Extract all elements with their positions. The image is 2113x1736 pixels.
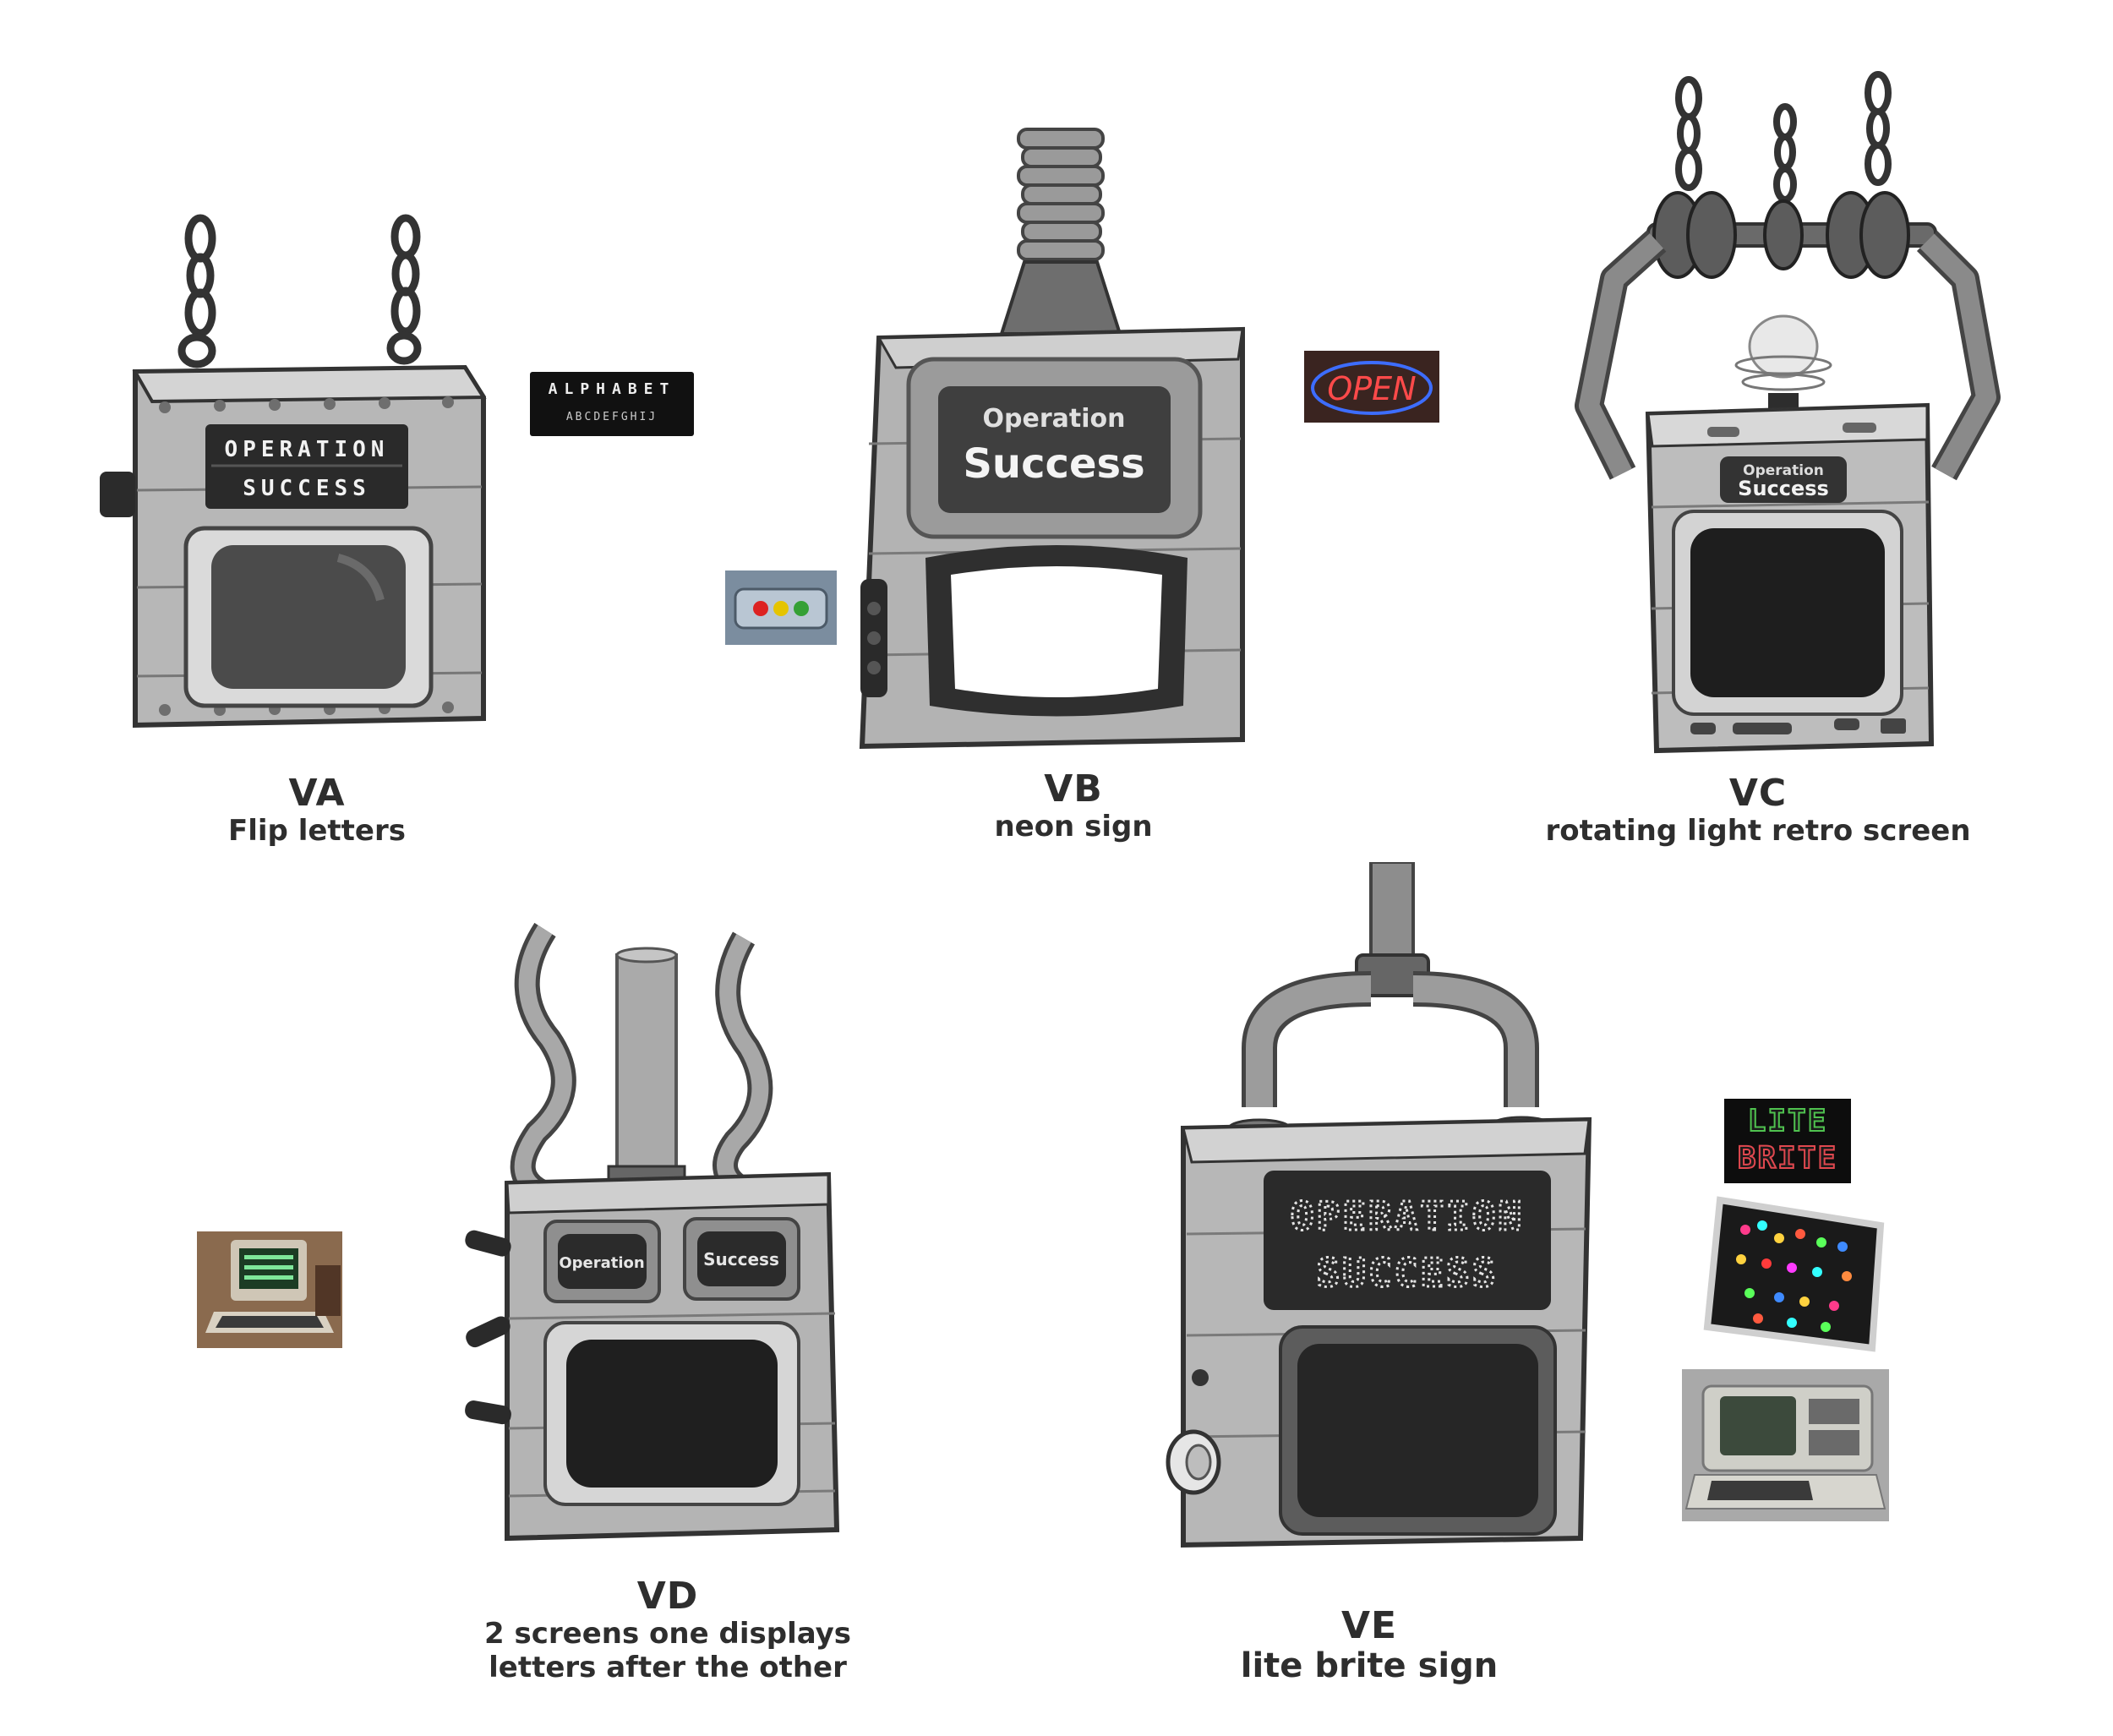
crt-screen bbox=[1297, 1344, 1538, 1517]
caption-vc: VC rotating light retro screen bbox=[1521, 772, 1995, 849]
twisted-pipe-right bbox=[717, 934, 769, 1200]
variant-ve-machine: OPERATION SUCCESS bbox=[1166, 862, 1592, 1548]
lite-brite-panel bbox=[1264, 1171, 1551, 1310]
pipe-left bbox=[1246, 975, 1372, 1107]
variant-code: VD bbox=[636, 1575, 699, 1618]
side-toggles bbox=[465, 1230, 511, 1425]
variant-code: VE bbox=[1340, 1604, 1398, 1647]
variant-vd-machine: Operation Success bbox=[465, 922, 840, 1542]
lite-brite-board-reference bbox=[1703, 1196, 1885, 1352]
flip-board-reference: ALPHABET ABCDEFGHIJ bbox=[530, 372, 694, 436]
caption-ve: VE lite brite sign bbox=[1175, 1604, 1564, 1686]
rotating-light bbox=[1734, 314, 1832, 417]
variant-desc: rotating light retro screen bbox=[1545, 814, 1971, 848]
variant-desc: lite brite sign bbox=[1240, 1646, 1499, 1685]
variant-desc: Flip letters bbox=[228, 814, 406, 848]
lite-brite-line-2: SUCCESS bbox=[1317, 1250, 1499, 1296]
small-knob bbox=[1192, 1369, 1209, 1386]
variant-desc: neon sign bbox=[994, 810, 1153, 843]
bottom-controls bbox=[1690, 718, 1906, 734]
display-line-1: Operation bbox=[1743, 462, 1824, 479]
crt-screen bbox=[566, 1340, 778, 1488]
retro-computer-reference bbox=[197, 1231, 342, 1348]
small-display bbox=[1720, 456, 1847, 503]
right-screen-word: Success bbox=[703, 1249, 779, 1269]
open-neon-reference: OPEN bbox=[1304, 351, 1439, 423]
variant-vb-machine: Operation Success bbox=[859, 128, 1245, 750]
variant-code: VA bbox=[288, 772, 346, 815]
pulley-wheels bbox=[1652, 191, 1910, 279]
right-word-screen bbox=[697, 1231, 786, 1286]
flip-board-bottom: ABCDEFGHIJ bbox=[565, 411, 658, 423]
variant-vc-machine: Operation Success bbox=[1575, 71, 2001, 754]
pipe-right bbox=[1412, 975, 1535, 1107]
lite-brite-logo-top: LITE bbox=[1747, 1103, 1828, 1139]
lite-brite-line-1: OPERATION bbox=[1291, 1193, 1524, 1239]
variant-code: VC bbox=[1728, 772, 1788, 815]
chain-right bbox=[386, 214, 422, 365]
display-line-2: Success bbox=[1738, 477, 1829, 500]
flip-line-1: OPERATION bbox=[225, 437, 390, 462]
caption-vb: VB neon sign bbox=[947, 767, 1200, 844]
variant-code: VB bbox=[1044, 767, 1103, 811]
lite-brite-pegs bbox=[1736, 1220, 1852, 1332]
left-word-screen bbox=[558, 1234, 647, 1289]
rivets bbox=[159, 396, 454, 716]
neon-line-1: Operation bbox=[983, 404, 1126, 434]
crt-screen bbox=[951, 566, 1162, 697]
neon-sign-panel bbox=[938, 386, 1171, 513]
twisted-pipe-left bbox=[514, 925, 572, 1199]
variant-va-machine: OPERATION SUCCESS bbox=[100, 214, 487, 729]
flip-line-2: SUCCESS bbox=[243, 476, 371, 501]
left-screen-word: Operation bbox=[559, 1254, 644, 1272]
terminal-computer-reference bbox=[1682, 1369, 1889, 1521]
variant-desc-line-2: letters after the other bbox=[489, 1651, 847, 1684]
caption-vd: VD 2 screens one displays letters after … bbox=[456, 1575, 879, 1685]
neon-line-2: Success bbox=[963, 440, 1144, 488]
accordion-duct bbox=[1017, 128, 1105, 261]
center-column bbox=[615, 953, 678, 1176]
variant-desc-line-1: 2 screens one displays bbox=[483, 1617, 852, 1651]
lite-brite-logo-bottom: BRITE bbox=[1737, 1140, 1838, 1176]
lite-brite-logo-reference: LITE BRITE bbox=[1724, 1099, 1851, 1183]
light-panel-reference bbox=[725, 570, 837, 645]
crt-screen bbox=[1690, 528, 1885, 697]
hanging-chains bbox=[1675, 71, 1892, 203]
side-knob bbox=[100, 472, 135, 517]
chain-left bbox=[177, 214, 216, 368]
open-neon-text: OPEN bbox=[1327, 370, 1416, 407]
caption-va: VA Flip letters bbox=[190, 772, 444, 849]
flip-board-top: ALPHABET bbox=[548, 380, 676, 398]
crt-screen bbox=[211, 545, 406, 689]
